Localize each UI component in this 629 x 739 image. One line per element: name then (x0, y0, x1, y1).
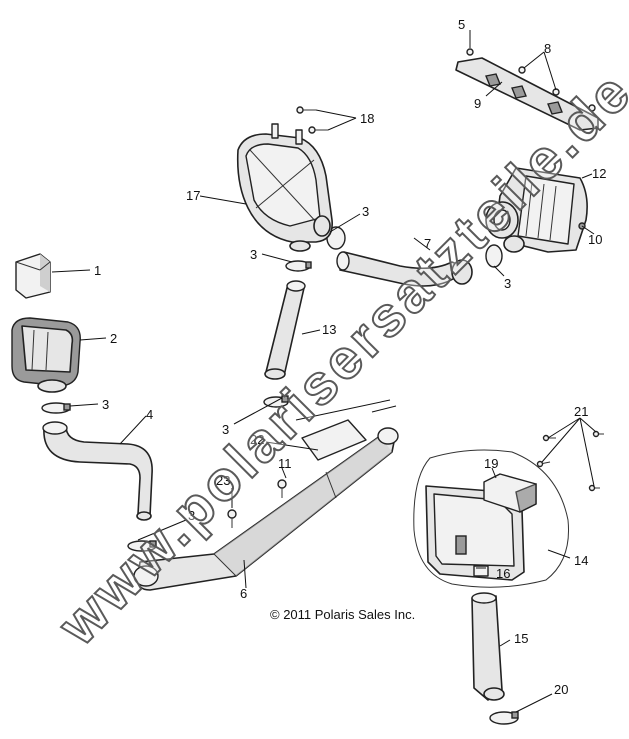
callout-16: 16 (496, 566, 510, 581)
callout-20: 20 (554, 682, 568, 697)
callout-2: 2 (110, 331, 117, 346)
callout-3-upper: 3 (250, 247, 257, 262)
callout-1: 1 (94, 263, 101, 278)
callout-10: 10 (588, 232, 602, 247)
callout-21: 21 (574, 404, 588, 419)
part-17-airbox-housing (236, 123, 333, 252)
callout-19: 19 (484, 456, 498, 471)
callout-22: 22 (250, 432, 264, 447)
part-9-bracket (455, 48, 599, 131)
callout-13: 13 (322, 322, 336, 337)
part-13-straight-hose (264, 280, 306, 380)
callout-labels: 1 2 3 4 3 3 3 3 3 5 6 7 8 9 10 11 12 13 … (94, 17, 606, 697)
callout-6: 6 (240, 586, 247, 601)
clamp-3-upper-mid (285, 260, 312, 272)
part-6-crossover-duct (133, 427, 399, 591)
copyright-notice: © 2011 Polaris Sales Inc. (270, 607, 416, 622)
part-20-clamp (489, 711, 519, 725)
part-19-foam-block (483, 473, 537, 514)
part-21-bolts (536, 430, 604, 492)
callout-15: 15 (514, 631, 528, 646)
callout-12: 12 (592, 166, 606, 181)
callout-3-turbo: 3 (504, 276, 511, 291)
part-14-assembly-bubble (413, 449, 570, 588)
clamp-3-duct-end (127, 540, 157, 552)
part-7-intake-tube (336, 251, 473, 287)
clamp-3-turbo (485, 244, 503, 268)
part-12-supercharger (485, 167, 588, 253)
part-11-screw (277, 479, 287, 498)
callout-18: 18 (360, 111, 374, 126)
callout-5: 5 (458, 17, 465, 32)
callout-11: 11 (278, 456, 292, 471)
callout-3-left: 3 (102, 397, 109, 412)
part-2-airbox (11, 317, 81, 393)
leader-lines (51, 30, 597, 713)
callout-3-duct: 3 (222, 422, 229, 437)
callout-3-box: 3 (362, 204, 369, 219)
part-18-fasteners (296, 106, 328, 134)
callout-8: 8 (544, 41, 551, 56)
part-15-lower-hose (471, 592, 505, 701)
callout-23: 23 (216, 473, 230, 488)
part-1-filter-element (15, 253, 51, 299)
callout-17: 17 (186, 188, 200, 203)
part-16-filter-cover (425, 485, 525, 581)
callout-7: 7 (424, 236, 431, 251)
callout-3-end: 3 (188, 508, 195, 523)
part-4-bent-hose (42, 421, 153, 521)
part-23-screw (227, 509, 237, 528)
callout-14: 14 (574, 553, 588, 568)
callout-9: 9 (474, 96, 481, 111)
clamp-3-left (41, 402, 71, 414)
callout-4: 4 (146, 407, 153, 422)
